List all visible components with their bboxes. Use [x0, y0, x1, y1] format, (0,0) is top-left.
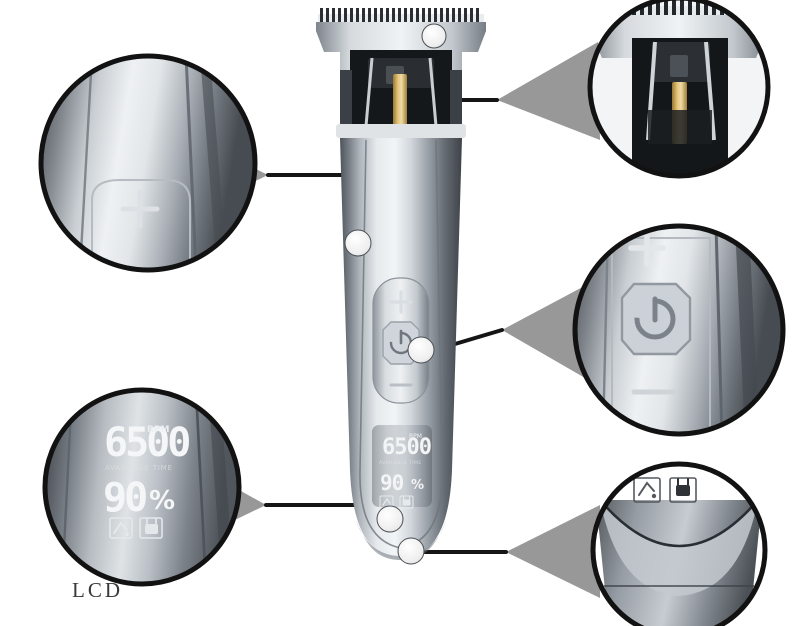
anchor-dot-lcd[interactable] [376, 505, 404, 533]
charging-plug-icon [399, 495, 414, 509]
blade-spring-left [364, 57, 374, 127]
lcd-screen: 6500 RPM AVAILABLE TIME 90 % [372, 425, 432, 509]
mr-power-button[interactable] [620, 282, 692, 356]
tl-plus-icon [120, 189, 160, 229]
lcd-battery-value: 90 [380, 471, 404, 495]
tr-lower-shade [648, 110, 712, 144]
tl-button-inset [91, 179, 191, 269]
mr-panel-inset [611, 237, 711, 433]
bl-body-surface [46, 391, 238, 583]
br-magnifier-ring [590, 461, 768, 626]
mr-edge-shade [735, 227, 759, 433]
callout-top-right [587, 0, 771, 179]
blade-jaw-right [450, 70, 462, 126]
lcd-rpm-value: 6500 [382, 435, 431, 460]
pointer-wedge-bottom-right [506, 505, 600, 598]
blade-jaw-left [340, 70, 352, 126]
bl-charging-plug-icon [139, 517, 163, 539]
tl-edge-shade [200, 57, 227, 269]
tr-upper-plate [591, 15, 767, 27]
bl-seam-right [194, 391, 208, 583]
callout-top-left [38, 53, 258, 273]
blade-collar [336, 124, 466, 138]
mr-seam-right [714, 227, 724, 433]
callout-bottom-right [590, 461, 768, 626]
pointer-wedge-right [502, 282, 592, 382]
anchor-dot-blade-head[interactable] [421, 23, 447, 49]
plus-icon [389, 290, 413, 314]
tr-spring-right [704, 41, 716, 141]
callout-right [572, 223, 786, 437]
br-cap-seam [599, 499, 759, 548]
tl-magnifier-ring [38, 53, 258, 273]
anchor-dot-base[interactable] [397, 537, 425, 565]
mr-plus-icon [628, 229, 666, 267]
bl-water-resistant-icon [109, 517, 133, 539]
blade-upper-plate [316, 22, 486, 31]
bl-lcd-battery-unit: % [149, 486, 175, 516]
callout-anchor-dots [344, 23, 447, 565]
br-charging-plug-icon [669, 477, 697, 503]
lcd-glass [372, 425, 432, 507]
bl-lcd-battery-value: 90 [103, 475, 146, 521]
product-clipper: 6500 RPM AVAILABLE TIME 90 % [316, 8, 486, 560]
br-water-resistant-icon [633, 477, 661, 503]
lcd-sub-label: AVAILABLE TIME [379, 460, 422, 466]
br-cap-highlight [600, 500, 758, 596]
anchor-dot-power-button[interactable] [407, 336, 435, 364]
lcd-battery-unit: % [411, 478, 424, 493]
bl-lcd-rpm-unit: RPM [147, 425, 170, 435]
body-seam-left [359, 139, 402, 549]
tr-drive-cam [670, 55, 688, 77]
bl-magnifier-ring [42, 387, 242, 587]
blade-spring-right [428, 57, 438, 127]
tr-magnifier-ring [587, 0, 771, 179]
mr-magnifier-ring [572, 223, 786, 437]
gold-contact-pin [393, 74, 407, 134]
tl-seam-left [78, 57, 94, 269]
tl-seam-right [184, 57, 198, 269]
callout-bottom-left: 6500 RPM AVAILABLE TIME 90 % [42, 387, 242, 587]
anchor-dot-speed-button[interactable] [344, 229, 372, 257]
lcd-caption-label: LCD [72, 578, 123, 602]
lcd-rpm-unit: RPM [409, 433, 422, 440]
tr-teeth-bar [591, 6, 767, 17]
speed-up-button[interactable] [389, 290, 413, 314]
pointer-wedge-top-right [497, 42, 600, 140]
bl-lcd-rpm-value: 6500 [104, 420, 189, 466]
blade-teeth [320, 8, 479, 24]
clipper-blade-head [316, 8, 486, 138]
bl-lcd-sub-label: AVAILABLE TIME [105, 464, 173, 472]
